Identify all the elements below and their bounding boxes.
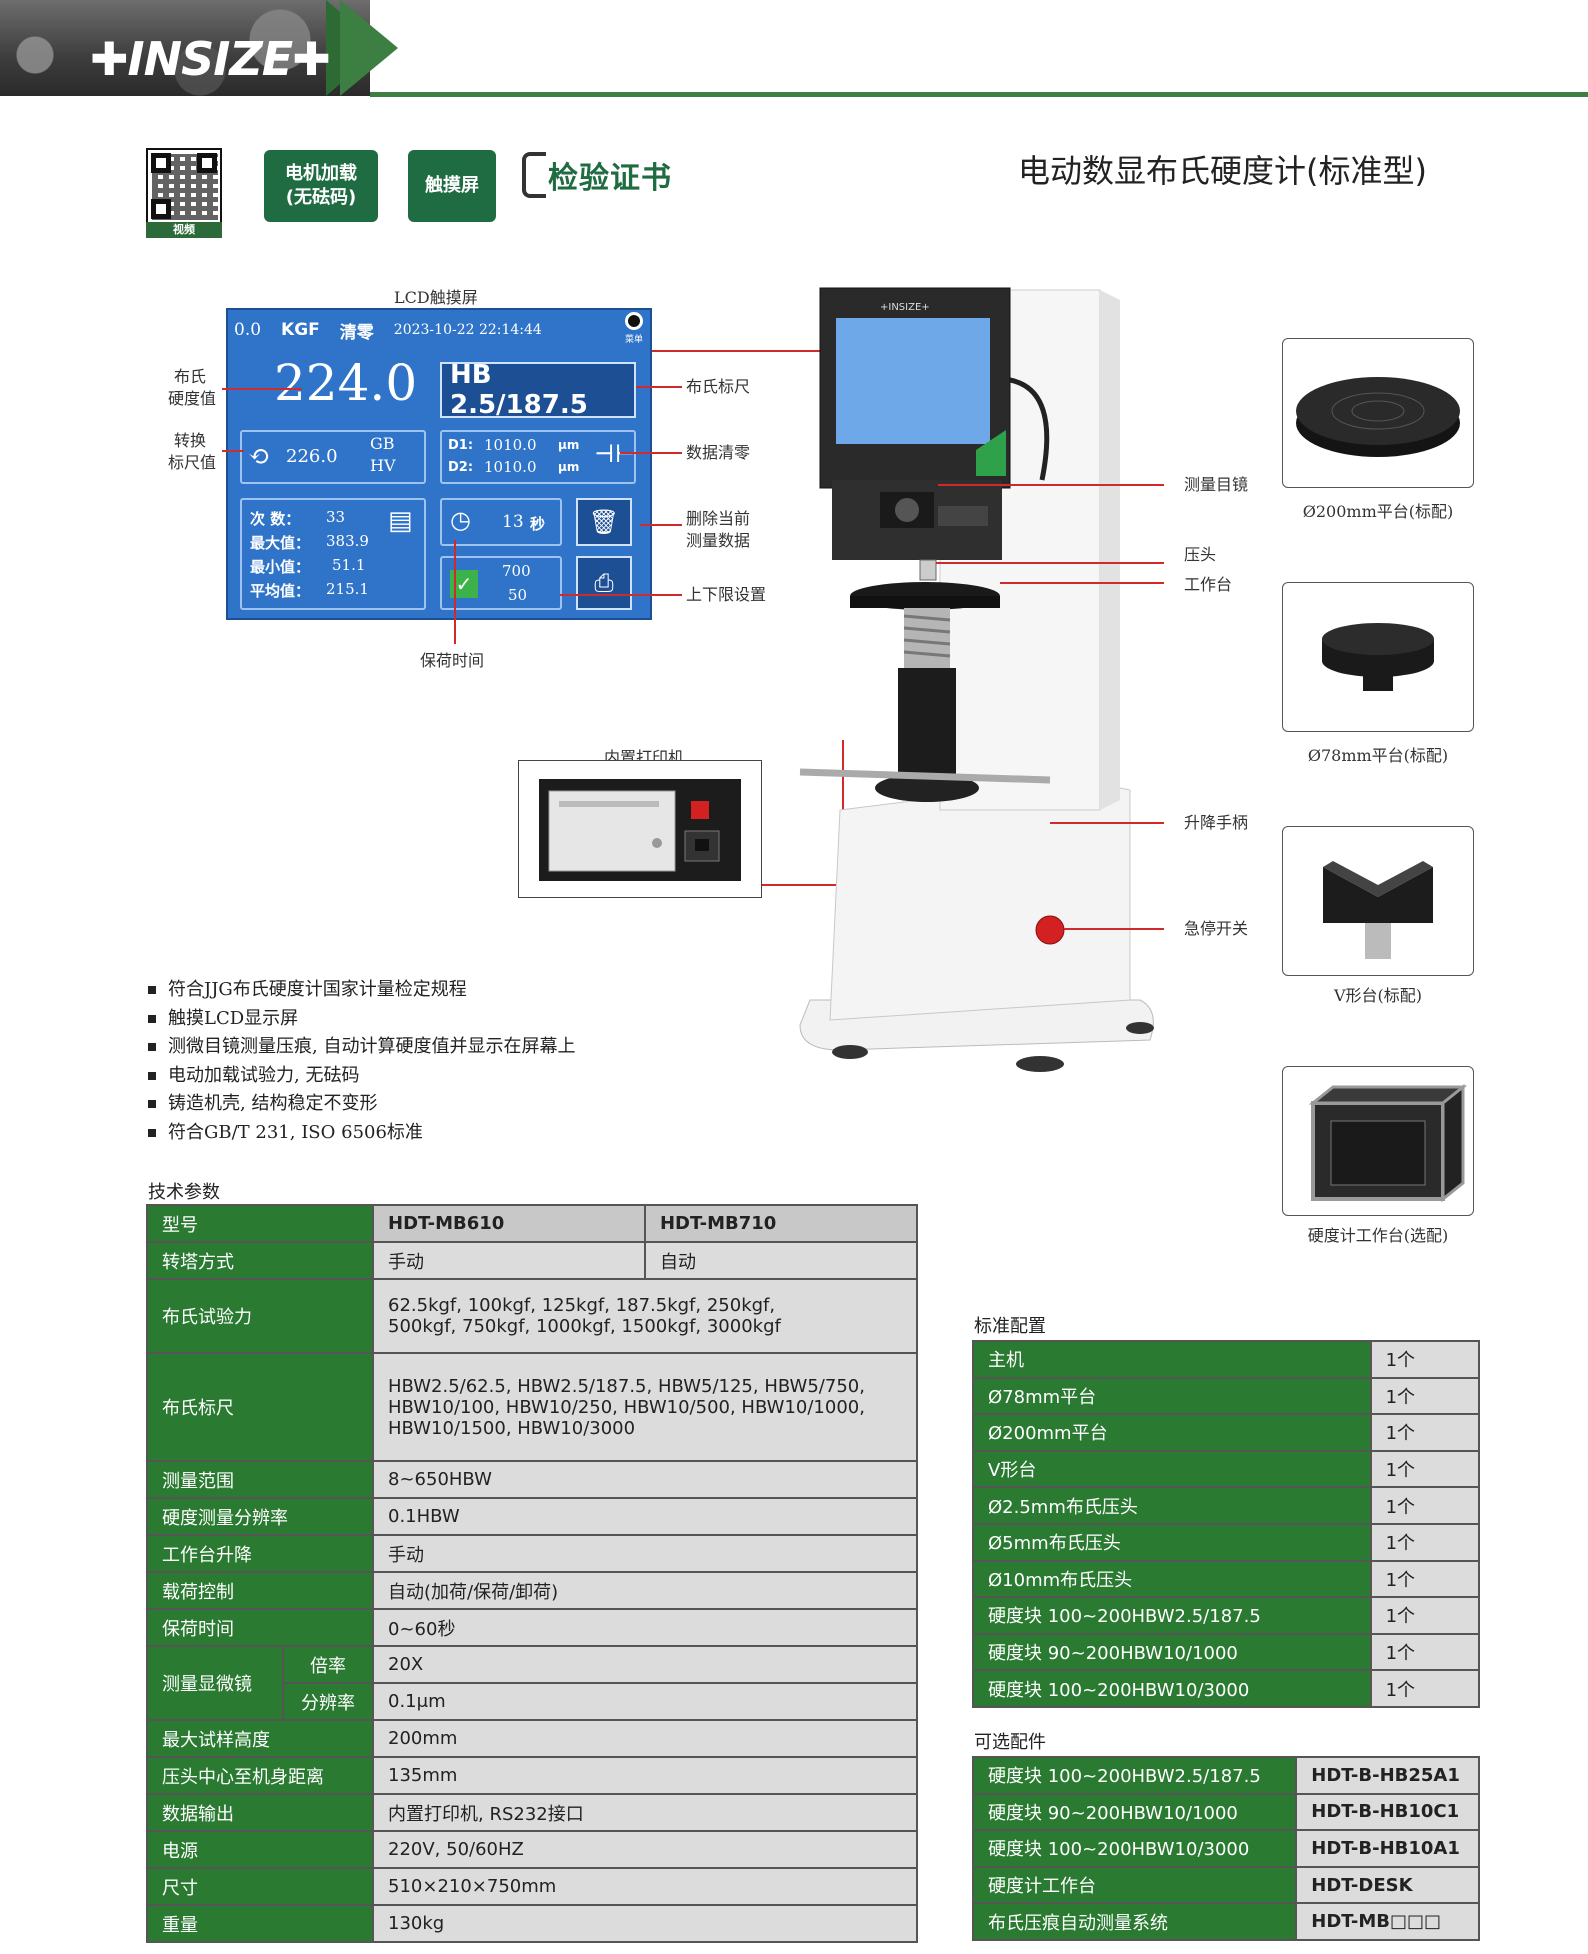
table-row: 保荷时间 0~60秒 (146, 1608, 918, 1647)
callout-handwheel: 升降手柄 (1184, 813, 1249, 832)
callout-estop: 急停开关 (1184, 919, 1249, 938)
qr-label: 视频 (146, 222, 222, 238)
document-icon[interactable]: ▤ (388, 506, 413, 536)
callout-scale: 布氏标尺 (686, 377, 751, 396)
accessory-78mm-platform (1282, 582, 1474, 732)
table-row: 型号 HDT-MB610 HDT-MB710 (146, 1204, 919, 1243)
table-row: 尺寸 510×210×750mm (146, 1867, 918, 1906)
lcd-caption: LCD触摸屏 (394, 288, 478, 307)
clock-icon: ◷ (450, 506, 471, 534)
qr-code[interactable] (146, 148, 222, 224)
callout-indenter: 压头 (1184, 545, 1217, 564)
table-row: 重量 130kg (146, 1904, 918, 1943)
printer-icon[interactable]: ⎙ (576, 556, 632, 610)
page-header: ✚INSIZE✚ (0, 0, 1588, 100)
callout-eyepiece: 测量目镜 (1184, 475, 1249, 494)
zero-reset-icon[interactable]: ⊣⊢ (594, 440, 636, 468)
page-title: 电动数显布氏硬度计(标准型) (1018, 152, 1427, 190)
feature-item: 测微目镜测量压痕, 自动计算硬度值并显示在屏幕上 (148, 1033, 575, 1062)
accessory-v-block (1282, 826, 1474, 976)
accessory-200mm-platform (1282, 338, 1474, 488)
table-row: 载荷控制 自动(加荷/保荷/卸荷) (146, 1571, 918, 1610)
callout-hardness: 布氏 硬度值 (168, 367, 217, 408)
callout-dwell: 保荷时间 (420, 651, 485, 670)
optional-title: 可选配件 (974, 1732, 1046, 1753)
feature-item: 铸造机壳, 结构稳定不变形 (148, 1090, 575, 1119)
lcd-status-bar: 0.0 KGF 清零 2023-10-22 22:14:44 (234, 318, 634, 343)
feature-item: 电动加载试验力, 无砝码 (148, 1062, 575, 1091)
power-icon (625, 312, 643, 330)
convert-card[interactable]: ⟲ 226.0 GB HV (240, 430, 426, 484)
table-row: 布氏标尺 HBW2.5/62.5, HBW2.5/187.5, HBW5/125… (146, 1352, 918, 1462)
table-row: 电源 220V, 50/60HZ (146, 1830, 918, 1869)
table-row: 最大试样高度 200mm (146, 1719, 918, 1758)
callout-convert: 转换 标尺值 (168, 431, 217, 472)
table-row: 布氏试验力 62.5kgf, 100kgf, 125kgf, 187.5kgf,… (146, 1278, 918, 1354)
callout-limits: 上下限设置 (686, 585, 767, 604)
table-row: 转塔方式 手动 自动 (146, 1241, 919, 1280)
lcd-clear-button[interactable]: 清零 (339, 322, 374, 343)
callout-clear: 数据清零 (686, 443, 751, 462)
feature-item: 触摸LCD显示屏 (148, 1005, 575, 1034)
hardness-value: 224.0 (274, 354, 418, 412)
table-row: 压头中心至机身距离 135mm (146, 1756, 918, 1795)
spec-table: 型号 HDT-MB610 HDT-MB710 转塔方式 手动 自动 布氏试验力 … (146, 1204, 919, 1943)
callout-delete: 删除当前 测量数据 (686, 509, 751, 550)
convert-icon: ⟲ (248, 442, 270, 472)
accessory-caption-vblock: V形台(标配) (1333, 986, 1423, 1005)
diameter-card: D1: 1010.0 μm D2: 1010.0 μm ⊣⊢ (440, 430, 636, 484)
header-photo (0, 0, 370, 96)
config-title: 标准配置 (974, 1316, 1046, 1337)
accessory-caption-78mm: Ø78mm平台(标配) (1307, 746, 1449, 765)
accessory-caption-200mm: Ø200mm平台(标配) (1302, 502, 1454, 521)
table-row: 硬度测量分辨率 0.1HBW (146, 1497, 918, 1536)
certificate-icon (522, 152, 546, 198)
scale-selector[interactable]: HB 2.5/187.5 (440, 360, 636, 420)
table-row: 测量范围 8~650HBW (146, 1460, 918, 1499)
touchscreen-badge: 触摸屏 (408, 150, 496, 222)
motor-load-badge: 电机加载 (无砝码) (264, 150, 378, 222)
header-arrow-accent (340, 0, 398, 96)
printer-photo (518, 760, 762, 898)
feature-list: 符合JJG布氏硬度计国家计量检定规程 触摸LCD显示屏 测微目镜测量压痕, 自动… (148, 976, 575, 1147)
stats-card: 次 数： 33 最大值： 383.9 最小值： 51.1 平均值： 215.1 … (240, 498, 426, 610)
hardness-tester-photo: +INSIZE+ (799, 287, 1154, 1072)
lcd-screen: 0.0 KGF 清零 2023-10-22 22:14:44 菜单 224.0 … (226, 308, 652, 620)
feature-item: 符合GB/T 231, ISO 6506标准 (148, 1119, 575, 1148)
dwell-card[interactable]: ◷ 13 秒 (440, 498, 562, 546)
table-row: 数据输出 内置打印机, RS232接口 (146, 1793, 918, 1832)
table-row: 测量显微镜 倍率 20X (146, 1645, 918, 1721)
delete-data-icon[interactable]: 🗑 (576, 498, 632, 546)
certificate-badge: 检验证书 (522, 150, 672, 200)
accessory-caption-desk: 硬度计工作台(选配) (1307, 1226, 1449, 1245)
table-row: 工作台升降 手动 (146, 1534, 918, 1573)
lcd-menu-button[interactable]: 菜单 (622, 312, 646, 348)
callout-table: 工作台 (1184, 575, 1233, 594)
svg-text:+INSIZE+: +INSIZE+ (880, 302, 930, 313)
brand-logo: ✚INSIZE✚ (90, 32, 331, 86)
limits-card[interactable]: ✓ 700 50 (440, 556, 562, 610)
accessory-desk (1282, 1066, 1474, 1216)
spec-title: 技术参数 (148, 1182, 220, 1203)
table-row: 分辨率 0.1μm (147, 1682, 918, 1721)
header-rule (370, 92, 1588, 97)
feature-item: 符合JJG布氏硬度计国家计量检定规程 (148, 976, 575, 1005)
